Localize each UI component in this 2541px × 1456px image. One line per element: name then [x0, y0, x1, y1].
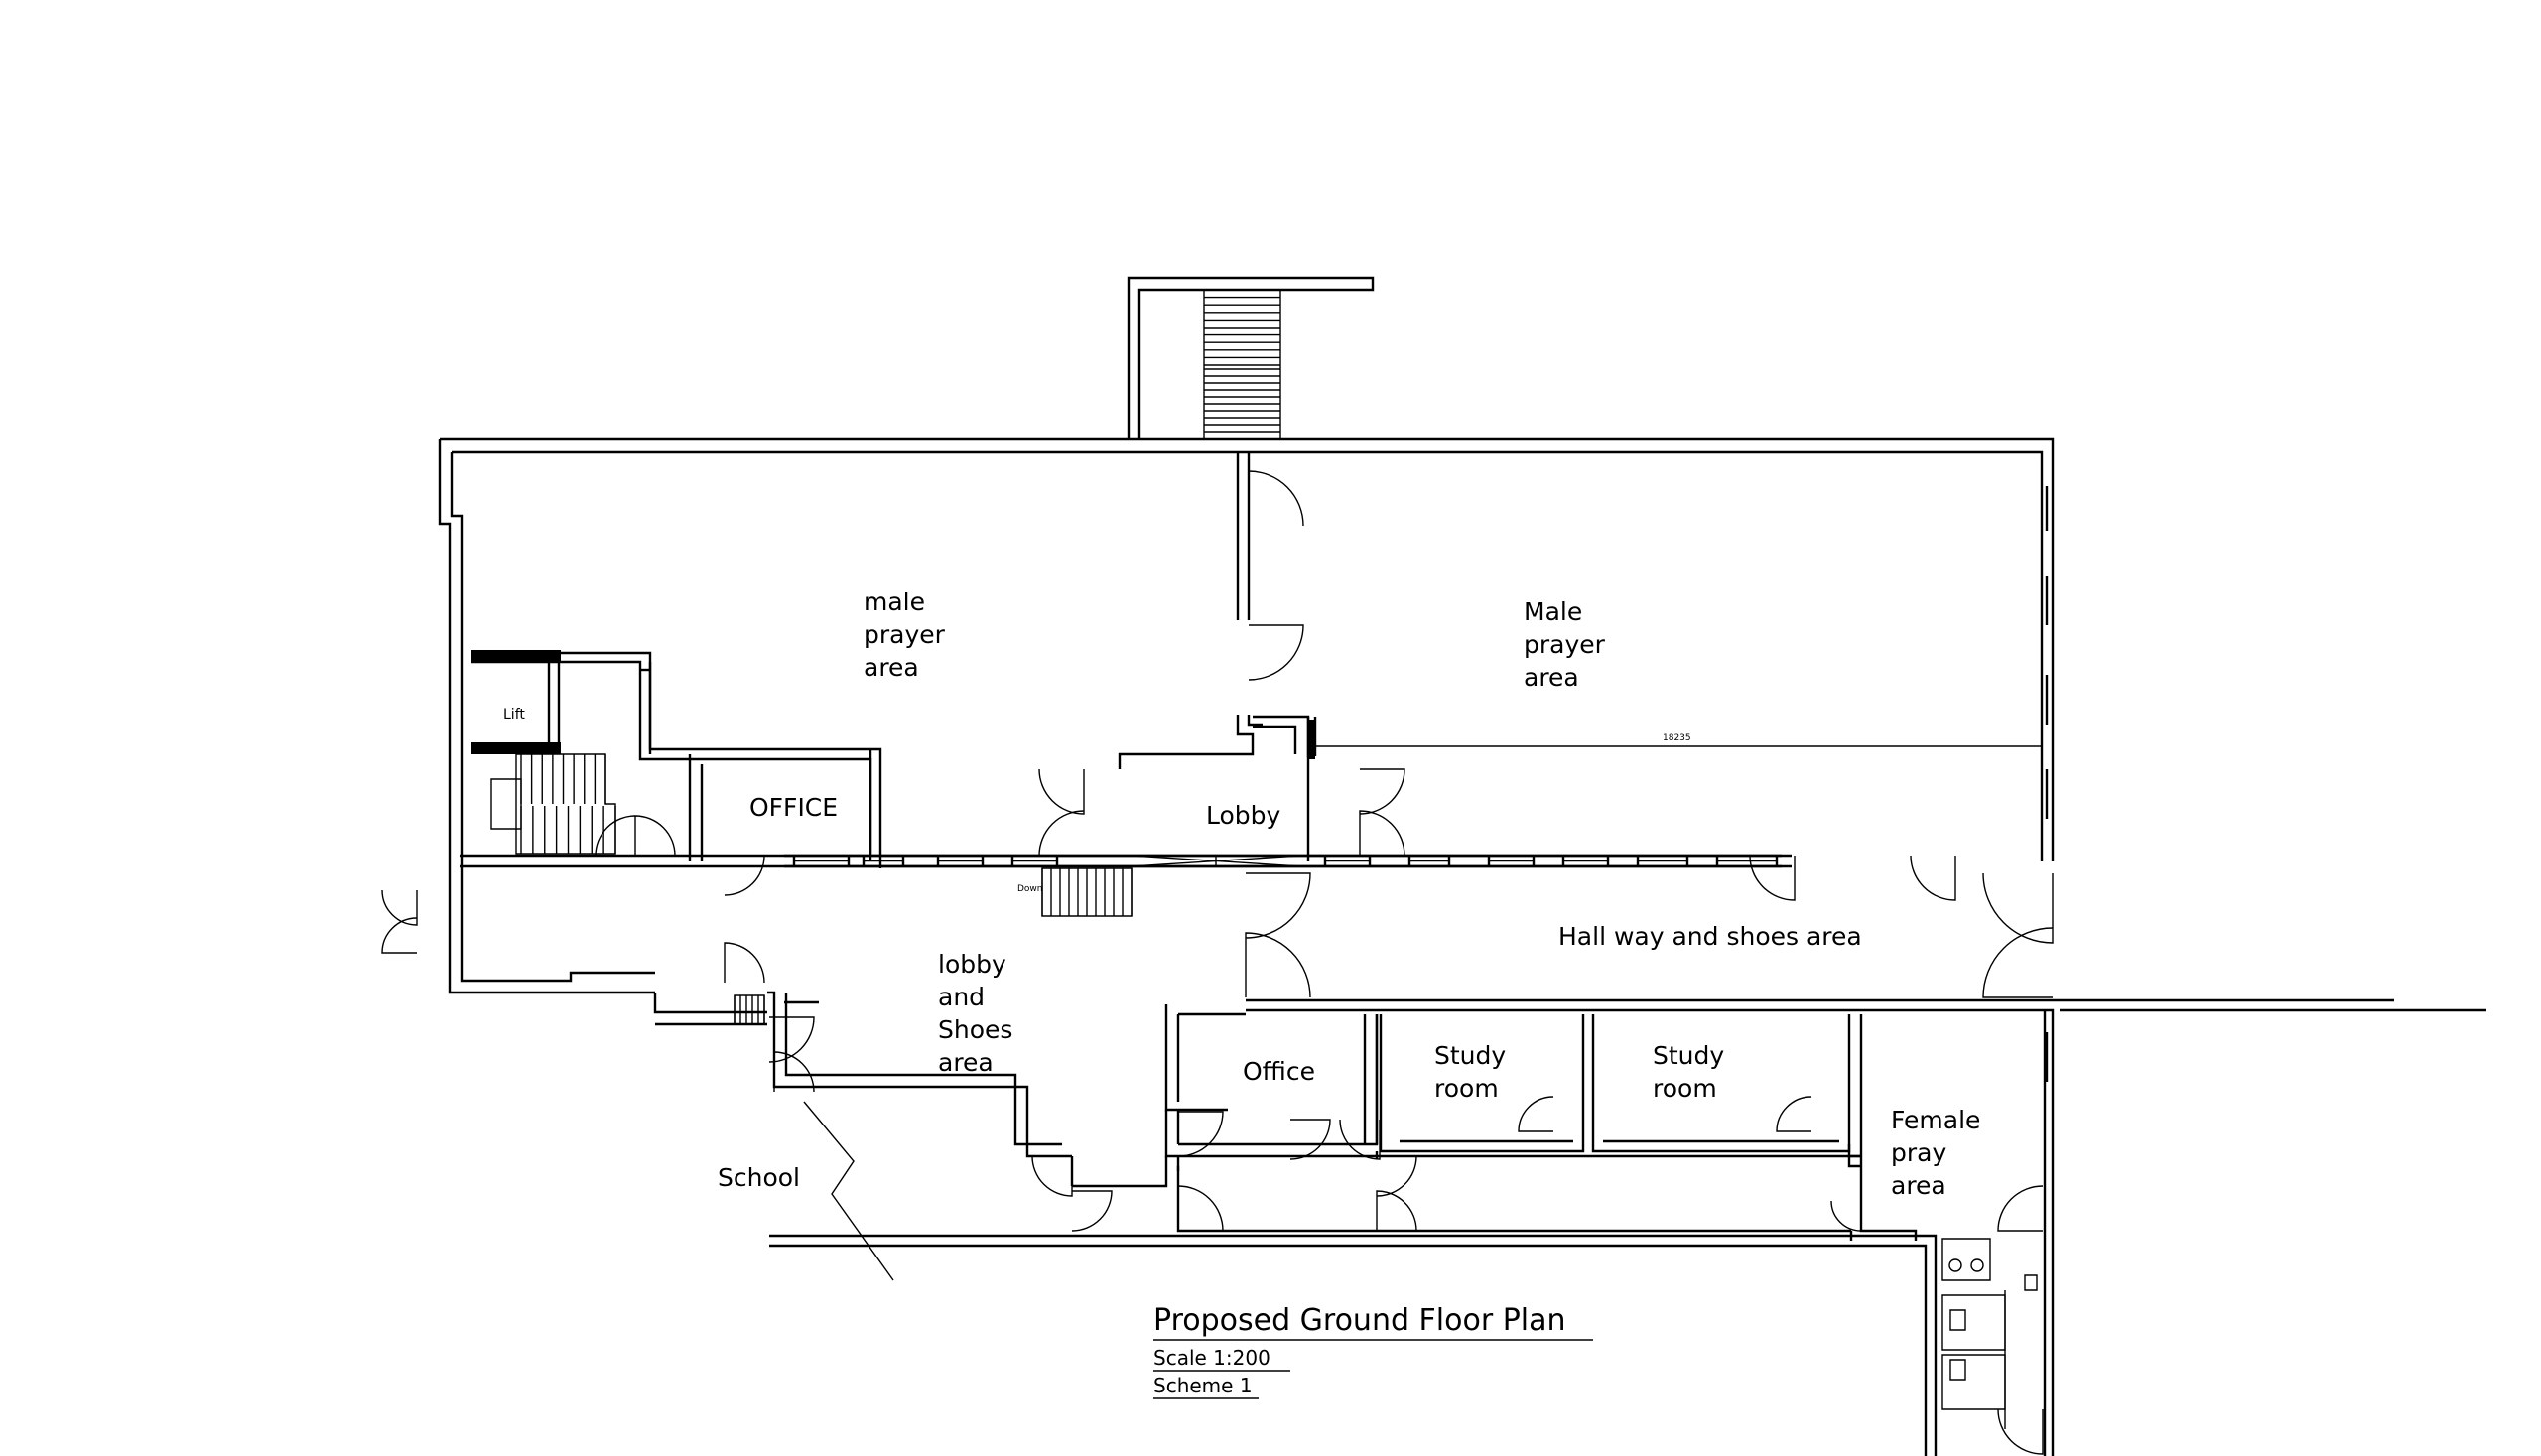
stair-down-label: Down	[1017, 884, 1043, 894]
south-rooms	[769, 1014, 2038, 1456]
north-stair	[1127, 276, 1375, 440]
central-wall	[1118, 452, 2042, 861]
school-break-line	[803, 1101, 894, 1281]
label-lobby-shoes: lobby and Shoes area	[938, 950, 1020, 1077]
title-block: Proposed Ground Floor Plan Scale 1:200 S…	[1153, 1303, 1593, 1399]
label-office-top: OFFICE	[749, 793, 838, 822]
plan-scheme: Scheme 1	[1153, 1374, 1253, 1397]
label-lobby: Lobby	[1206, 801, 1281, 830]
label-hallway: Hall way and shoes area	[1558, 922, 1862, 951]
room-labels: male prayer area Male prayer area Lift O…	[503, 588, 1988, 1200]
label-male-prayer-2: Male prayer area	[1524, 597, 1613, 692]
label-study-2: Study room	[1653, 1041, 1732, 1103]
label-study-1: Study room	[1434, 1041, 1514, 1103]
label-office: Office	[1243, 1057, 1315, 1086]
lobby-shoes-walls	[653, 867, 1133, 1158]
door-swings	[381, 470, 2054, 1455]
lift-core	[471, 650, 882, 868]
outer-walls	[438, 437, 2055, 994]
label-female: Female pray area	[1891, 1106, 1988, 1200]
plan-scale: Scale 1:200	[1153, 1346, 1270, 1370]
label-school: School	[718, 1163, 800, 1192]
hallway-walls	[1164, 998, 2486, 1456]
label-male-prayer-1: male prayer area	[864, 588, 953, 682]
plan-title: Proposed Ground Floor Plan	[1153, 1303, 1566, 1338]
label-lift: Lift	[503, 707, 525, 723]
dimension-label: 18235	[1663, 733, 1691, 743]
corridor-wall	[784, 854, 1792, 868]
